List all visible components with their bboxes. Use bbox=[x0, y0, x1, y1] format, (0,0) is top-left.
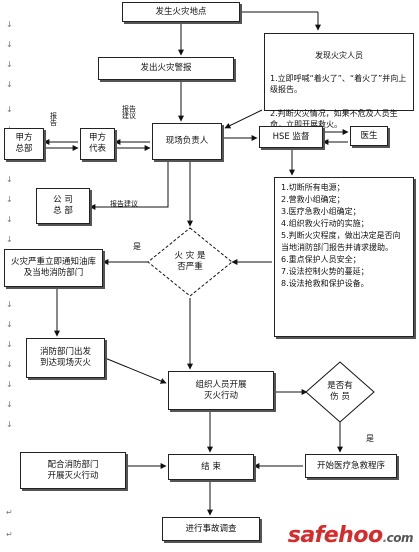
edge-label-report-a: 报 告 bbox=[50, 112, 57, 128]
margin-mark: ↓ bbox=[6, 20, 13, 29]
margin-mark: ↓ bbox=[6, 340, 13, 349]
fire-dept-node: 消防部门出发 到达现场灭火 bbox=[26, 338, 105, 378]
edge-label-report-b: 报告 建议 bbox=[122, 105, 136, 121]
medical-node: 开始医疗急救程序 bbox=[305, 454, 397, 478]
margin-mark: ↵ bbox=[6, 508, 13, 517]
margin-mark: ↓ bbox=[6, 175, 13, 184]
watermark-main: safehoo bbox=[287, 523, 383, 548]
action-item: 1.切断所有电源； bbox=[281, 183, 345, 192]
margin-mark: ↓ bbox=[6, 320, 13, 329]
cooperate-node: 配合消防部门 开展灭火行动 bbox=[20, 452, 126, 489]
action-item: 5.判断火灾程度，做出决定是否向当地消防部门报告并请求援助。 bbox=[281, 231, 401, 252]
fire-site-node: 发生火灾地点 bbox=[122, 2, 240, 22]
site-leader-node: 现场负责人 bbox=[152, 123, 222, 160]
action-item: 7.设法控制火势的蔓延； bbox=[281, 267, 369, 276]
decision-injured-label: 是否有 伤 员 bbox=[327, 380, 353, 402]
margin-mark: ↓ bbox=[6, 60, 13, 69]
edge-label-yes-injured: 是 bbox=[366, 434, 374, 443]
action-item: 6.重点保护人员安全； bbox=[281, 255, 361, 264]
margin-mark: ↓ bbox=[6, 235, 13, 244]
margin-mark: ↓ bbox=[6, 400, 13, 409]
site-watermark: safehoo.com bbox=[287, 523, 414, 548]
margin-mark: ↵ bbox=[6, 530, 13, 539]
discoverer-callout: 发现火灾人员 1.立即呼喊“着火了”、“着火了”并向上级报告。 2.判断火灾情况… bbox=[264, 33, 414, 129]
investigate-node: 进行事故调查 bbox=[162, 517, 260, 541]
hse-node: HSE 监督 bbox=[259, 126, 323, 148]
edge-label-report-c: 报告建议 bbox=[110, 200, 138, 208]
edge-label-yes-severe: 是 bbox=[133, 242, 141, 251]
action-item: 4.组织救火行动的实施； bbox=[281, 219, 369, 228]
action-item: 3.医疗急救小组确定； bbox=[281, 207, 361, 216]
organize-node: 组织人员开展 灭火行动 bbox=[168, 371, 274, 410]
discoverer-title: 发现火灾人员 bbox=[315, 50, 363, 60]
discoverer-line-2: 2.判断火灾情况，如果不危及人员生命，立即开展救火。 bbox=[270, 108, 398, 130]
action-item: 2.营救小组确定； bbox=[281, 195, 345, 204]
party-a-rep-node: 甲方 代表 bbox=[80, 128, 115, 160]
party-a-hq-node: 甲方 总部 bbox=[4, 128, 44, 160]
watermark-dot: . bbox=[382, 531, 388, 545]
company-hq-node: 公 司 总 部 bbox=[36, 188, 90, 224]
end-node: 结 束 bbox=[168, 454, 254, 480]
decision-severe-shape bbox=[147, 227, 233, 297]
action-item: 8.设法抢救和保护设备。 bbox=[281, 279, 369, 288]
margin-mark: ↓ bbox=[6, 360, 13, 369]
margin-mark: ↓ bbox=[6, 420, 13, 429]
margin-mark: ↓ bbox=[6, 195, 13, 204]
alarm-node: 发出火灾警报 bbox=[98, 57, 234, 80]
margin-mark: ↓ bbox=[6, 105, 13, 114]
margin-mark: ↓ bbox=[6, 380, 13, 389]
discoverer-line-1: 1.立即呼喊“着火了”、“着火了”并向上级报告。 bbox=[270, 73, 407, 95]
margin-mark: ↓ bbox=[6, 80, 13, 89]
margin-mark: ↓ bbox=[6, 300, 13, 309]
margin-mark: ↓ bbox=[6, 40, 13, 49]
doctor-node: 医生 bbox=[350, 126, 388, 146]
margin-mark: ↓ bbox=[6, 215, 13, 224]
decision-severe-label: 火 灾 是 否严重 bbox=[174, 250, 206, 272]
watermark-com: com bbox=[386, 531, 414, 545]
notify-fire-dept-node: 火灾严重立即通知油库 及当地消防部门 bbox=[4, 249, 103, 287]
decision-injured-shape bbox=[305, 361, 375, 423]
actions-list: 1.切断所有电源； 2.营救小组确定； 3.医疗急救小组确定； 4.组织救火行动… bbox=[274, 177, 414, 337]
